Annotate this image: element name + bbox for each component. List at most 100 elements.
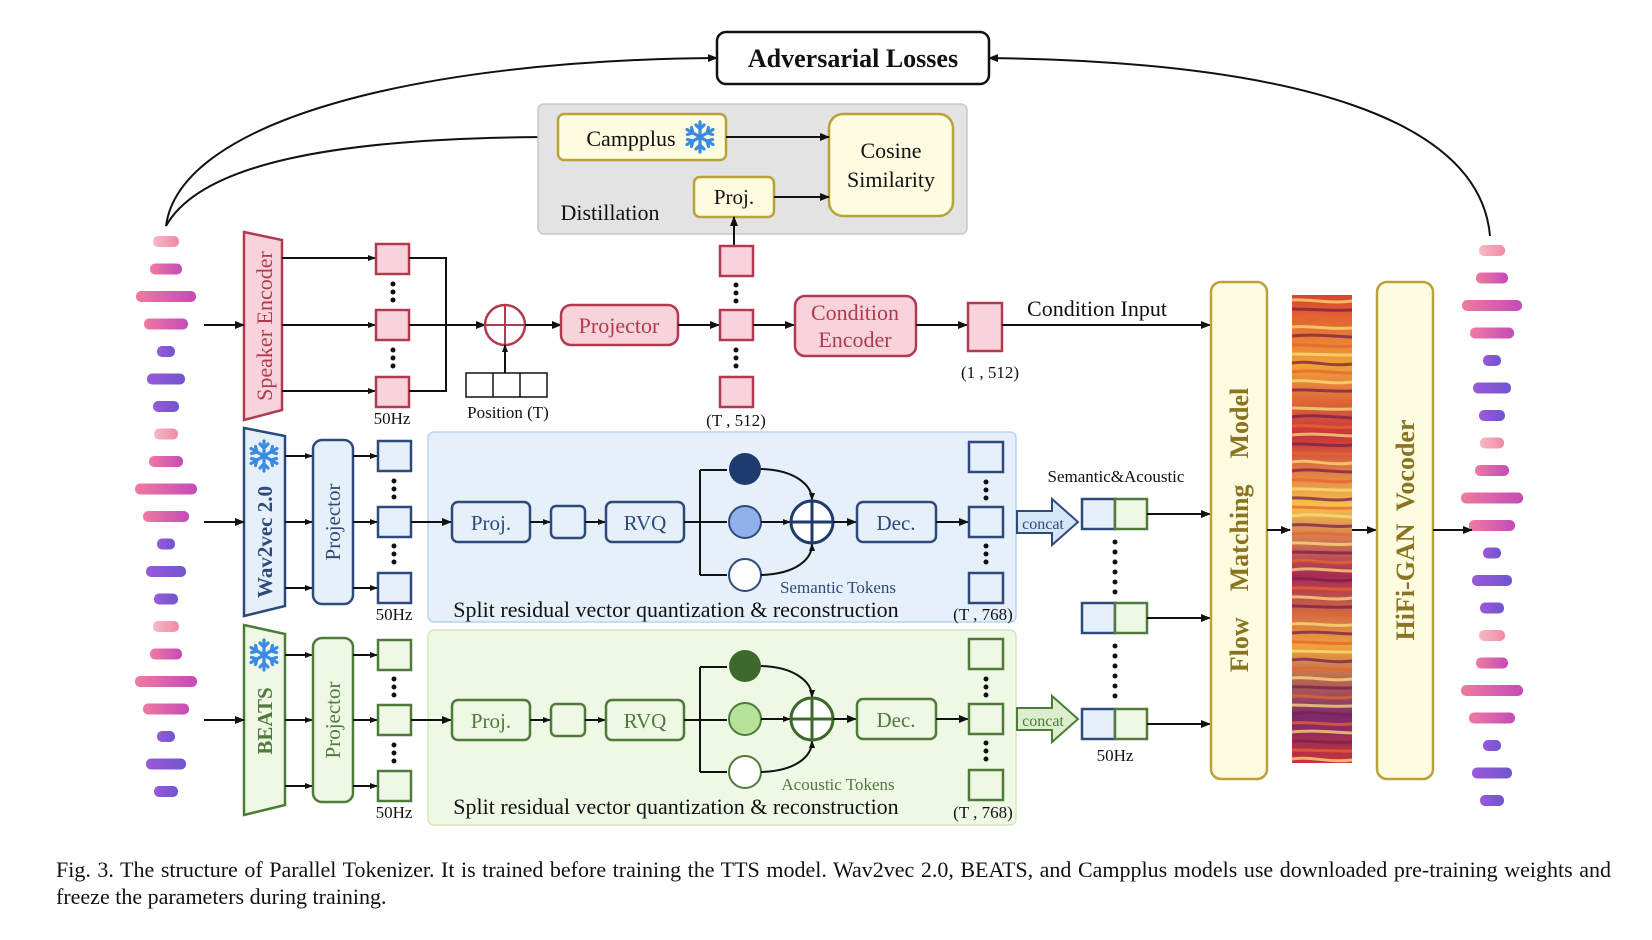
waveform-bar	[1479, 410, 1505, 421]
svg-text:Position (T): Position (T)	[467, 403, 549, 422]
speaker-encoder-label: Speaker Encoder	[252, 251, 277, 401]
waveform-bar	[1483, 355, 1501, 366]
waveform-bar	[1475, 465, 1509, 476]
waveform-bar	[146, 566, 186, 577]
spectrogram-stripe	[1291, 729, 1353, 735]
waveform-bar	[1480, 602, 1504, 614]
waveform-bar	[153, 621, 179, 632]
waveform-bar	[149, 456, 183, 467]
svg-text:Wav2vec 2.0: Wav2vec 2.0	[253, 486, 277, 598]
waveform-bar	[157, 346, 175, 357]
spectrogram-stripe	[1291, 657, 1353, 664]
spectrogram-stripe	[1291, 468, 1353, 474]
waveform-bar	[157, 731, 175, 742]
waveform-bar	[1472, 767, 1512, 779]
mel-spectrogram	[1291, 295, 1353, 763]
semantic-token-1	[729, 453, 761, 485]
spectrogram-stripe	[1291, 676, 1353, 682]
spectrogram-stripe	[1291, 352, 1353, 357]
spectrogram-stripe	[1291, 325, 1353, 330]
waveform-bar	[143, 703, 189, 715]
spectrogram-stripe	[1291, 558, 1353, 565]
waveform-bar	[154, 786, 178, 797]
svg-text:RVQ: RVQ	[624, 709, 667, 733]
flow-matching-model: Flow Matching Model	[1209, 280, 1269, 781]
spectrogram-stripe	[1291, 595, 1353, 601]
waveform-bar	[1472, 575, 1512, 586]
position-embedding	[465, 372, 548, 398]
waveform-bar	[147, 373, 185, 385]
spectrogram-stripe	[1291, 666, 1353, 672]
spectrogram-stripe	[1291, 531, 1353, 537]
semantic-token-3	[728, 558, 762, 592]
waveform-bar	[1469, 520, 1515, 531]
spectrogram-stripe	[1291, 406, 1353, 411]
svg-text:Similarity: Similarity	[847, 167, 935, 192]
svg-text:BEATS: BEATS	[253, 687, 277, 754]
svg-text:(T , 768): (T , 768)	[953, 605, 1013, 624]
spectrogram-stripe	[1291, 451, 1353, 456]
waveform-bar	[135, 483, 197, 495]
svg-text:(T , 768): (T , 768)	[953, 803, 1013, 822]
merge-column: Semantic&Acoustic 50Hz	[1048, 467, 1211, 765]
spectrogram-stripe	[1291, 739, 1353, 745]
cosine-similarity-box	[827, 112, 955, 218]
spectrogram-stripe	[1291, 748, 1353, 753]
waveform-bar	[146, 758, 186, 770]
spectrogram-stripe	[1291, 505, 1353, 510]
spectrogram-stripe	[1291, 711, 1353, 717]
svg-text:Proj.: Proj.	[714, 185, 754, 209]
waveform-bar	[1479, 630, 1505, 641]
acoustic-token-1	[729, 650, 761, 682]
spectrogram-stripe	[1291, 703, 1353, 708]
spectrogram-stripe	[1291, 622, 1353, 627]
waveform-bar	[1461, 492, 1523, 504]
svg-text:Split residual vector quantiza: Split residual vector quantization & rec…	[453, 794, 898, 819]
spectrogram-stripe	[1291, 649, 1353, 654]
spectrogram-stripe	[1291, 414, 1353, 420]
svg-text:Split residual vector quantiza: Split residual vector quantization & rec…	[453, 597, 898, 622]
waveform-bar	[154, 428, 178, 440]
distillation-panel: Campplus Cosine Similarity Proj. Distill…	[537, 103, 968, 235]
acoustic-token-3	[728, 755, 762, 789]
waveform-bar	[1480, 437, 1504, 449]
adv-arrow-left	[165, 54, 718, 227]
parallel-tokenizer-diagram: Adversarial Losses Campplus Cosine Simil…	[135, 30, 1523, 826]
waveform-bar	[1469, 712, 1515, 724]
beats-block	[242, 623, 287, 817]
svg-text:Projector: Projector	[321, 682, 345, 759]
waveform-bar	[153, 236, 179, 247]
spectrogram-stripe	[1291, 604, 1353, 609]
waveform-bar	[1470, 327, 1514, 339]
waveform-bar	[136, 291, 196, 302]
spectrogram-stripe	[1291, 487, 1353, 492]
svg-text:50Hz: 50Hz	[1097, 746, 1134, 765]
svg-text:Cosine: Cosine	[860, 138, 921, 163]
svg-text:50Hz: 50Hz	[376, 605, 413, 624]
waveform-bar	[1479, 245, 1505, 256]
hifigan-vocoder: HiFi-GAN Vocoder	[1375, 280, 1435, 781]
spectrogram-stripe	[1291, 577, 1353, 583]
spectrogram-stripe	[1291, 315, 1353, 321]
acoustic-branch: BEATS Projector 50Hz Proj. RVQ	[204, 623, 1080, 826]
waveform-bar	[154, 593, 178, 605]
waveform-bar	[150, 648, 182, 660]
spectrogram-stripe	[1291, 630, 1353, 636]
wav2vec-block	[242, 426, 287, 618]
svg-text:Flow Matching Model: Flow Matching Model	[1225, 388, 1254, 673]
svg-text:Condition: Condition	[811, 300, 899, 325]
svg-text:Encoder: Encoder	[818, 327, 892, 352]
waveform-bar	[143, 511, 189, 522]
spectrogram-stripe	[1291, 496, 1353, 502]
spectrogram-stripe	[1291, 379, 1353, 385]
spectrogram-stripe	[1291, 541, 1353, 547]
adv-arrow-right	[988, 54, 1491, 237]
spectrogram-stripe	[1291, 343, 1353, 349]
spectrogram-stripe	[1291, 459, 1353, 466]
waveform-bar	[150, 263, 182, 275]
svg-text:Proj.: Proj.	[471, 511, 511, 535]
svg-text:Dec.: Dec.	[876, 708, 915, 732]
svg-text:(1 , 512): (1 , 512)	[961, 363, 1019, 382]
svg-text:Semantic&Acoustic: Semantic&Acoustic	[1048, 467, 1185, 486]
